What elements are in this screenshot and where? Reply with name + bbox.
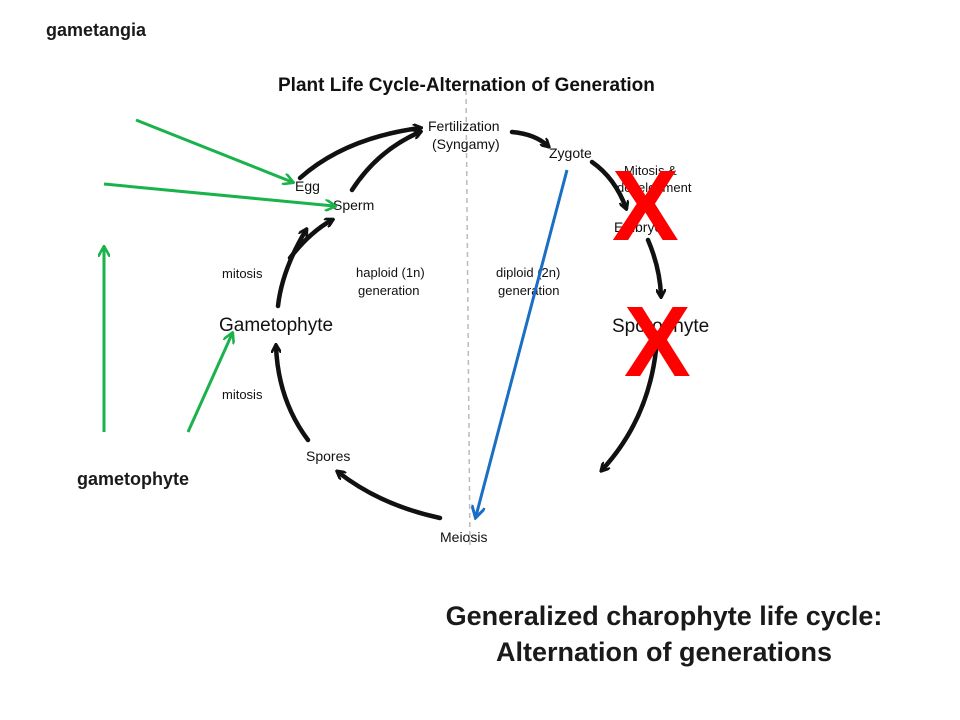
cycle-arrows xyxy=(275,128,661,521)
arrow-mitosis-to-sperm xyxy=(287,220,332,261)
label-zygote: Zygote xyxy=(549,145,592,161)
arrow-meiosis-to-spores xyxy=(338,472,443,521)
label-diploid-2: generation xyxy=(498,283,559,298)
arrow-zygote-to-embryo xyxy=(589,159,626,208)
arrow-spores-to-gametophyte xyxy=(276,346,311,443)
label-diploid-1: diploid (2n) xyxy=(496,265,560,280)
label-spores: Spores xyxy=(306,448,350,464)
caption-line-1: Generalized charophyte life cycle: xyxy=(445,601,883,631)
arrow-egg-to-fertilization xyxy=(297,128,420,181)
label-mitosis-development-2: development xyxy=(617,180,692,195)
green-arrow-to-gametophyte xyxy=(186,334,232,433)
red-cross-sporophyte: X xyxy=(624,286,691,398)
diagram-title: Plant Life Cycle-Alternation of Generati… xyxy=(278,75,655,96)
label-haploid-2: generation xyxy=(358,283,419,298)
arrow-gametophyte-to-mitosis xyxy=(275,230,306,309)
blue-arrow-zygote-to-meiosis xyxy=(476,169,569,516)
caption-line-2: Alternation of generations xyxy=(495,637,833,667)
arrow-fertilization-to-zygote xyxy=(509,129,548,146)
label-mitosis-lower: mitosis xyxy=(222,387,263,402)
label-sporophyte: Sporophyte xyxy=(612,316,709,337)
label-syngamy: (Syngamy) xyxy=(432,136,500,152)
label-haploid-1: haploid (1n) xyxy=(356,265,425,280)
label-embryo: Embryo xyxy=(614,219,662,235)
green-arrow-to-egg xyxy=(135,118,292,182)
label-fertilization: Fertilization xyxy=(428,118,500,134)
label-gametangia: gametangia xyxy=(46,20,147,40)
label-gametophyte: Gametophyte xyxy=(219,315,333,336)
label-mitosis-development-1: Mitosis & xyxy=(624,163,677,178)
arrow-embryo-to-sporophyte xyxy=(645,237,661,296)
arrow-sperm-to-fertilization xyxy=(349,132,420,193)
arrow-sporophyte-to-meiosis xyxy=(602,347,659,470)
label-egg: Egg xyxy=(295,178,320,194)
label-meiosis: Meiosis xyxy=(440,529,487,545)
green-annotation-arrows xyxy=(103,118,334,433)
slide-caption: Generalized charophyte life cycle: Alter… xyxy=(390,598,938,670)
label-gametophyte-annotation: gametophyte xyxy=(77,469,189,489)
haploid-diploid-divider xyxy=(465,89,471,549)
label-mitosis-upper: mitosis xyxy=(222,266,263,281)
green-arrow-to-sperm xyxy=(103,182,334,206)
red-cross-embryo: X xyxy=(612,150,679,262)
label-sperm: Sperm xyxy=(333,197,374,213)
